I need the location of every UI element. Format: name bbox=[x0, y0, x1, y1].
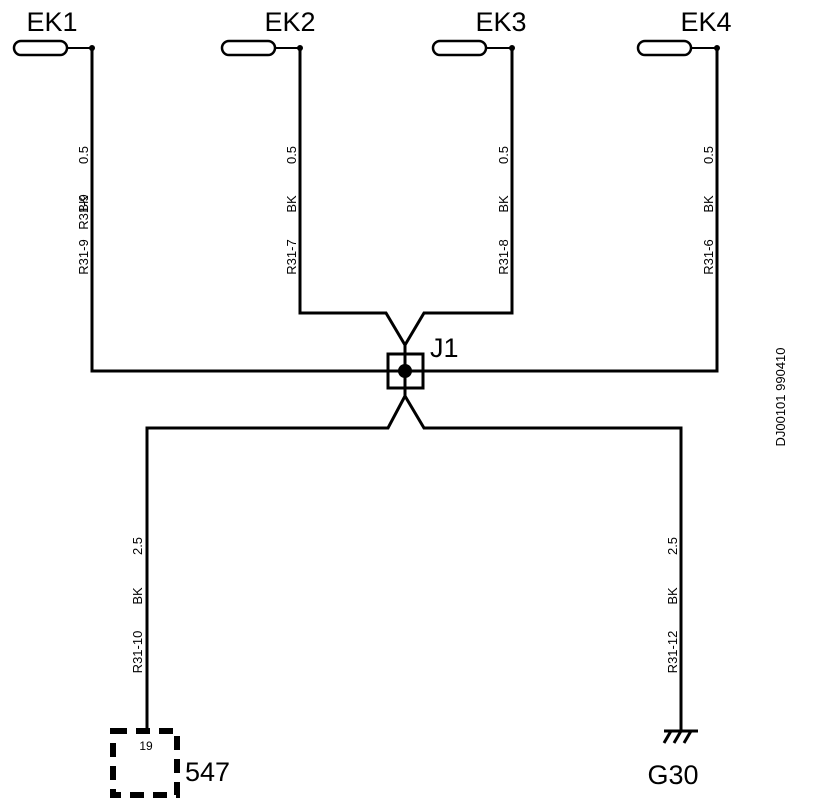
wire-size-r31-12: 2.5 bbox=[665, 537, 680, 555]
wire-id-r31-7: R31-7 bbox=[284, 239, 299, 274]
wire-r31-8 bbox=[403, 48, 514, 346]
wire-size-r31-7: 0.5 bbox=[284, 146, 299, 164]
wire-r31-9 bbox=[90, 48, 405, 373]
wire-color-r31-7: BK bbox=[284, 195, 299, 213]
wire-id-r31-6: R31-6 bbox=[701, 239, 716, 274]
wire-id-r31-10: R31-10 bbox=[130, 631, 145, 674]
ground-symbol bbox=[662, 729, 698, 744]
wire-id-r31-12: R31-12 bbox=[665, 631, 680, 674]
ek2-label: EK2 bbox=[264, 7, 315, 37]
reference-code: DJ00101 990410 bbox=[773, 347, 788, 446]
wire-r31-6 bbox=[405, 48, 719, 373]
wire-r31-12 bbox=[403, 395, 683, 730]
wire-size-r31-8: 0.5 bbox=[496, 146, 511, 164]
wire-id-r31-8: R31-8 bbox=[496, 239, 511, 274]
wire-color-r31-6: BK bbox=[701, 195, 716, 213]
ek1-label: EK1 bbox=[26, 7, 77, 37]
connector-547-symbol bbox=[110, 728, 180, 798]
wire-color-r31-9: BK bbox=[76, 195, 91, 213]
ek4-element-symbol bbox=[636, 39, 720, 57]
wire-size-r31-6: 0.5 bbox=[701, 146, 716, 164]
ground-label: G30 bbox=[647, 760, 698, 790]
wire-id: R31-9 bbox=[76, 194, 91, 229]
ek4-label: EK4 bbox=[680, 7, 731, 37]
wire-r31-10 bbox=[145, 395, 407, 730]
ek3-label: EK3 bbox=[475, 7, 526, 37]
wire-r31-7 bbox=[298, 48, 407, 346]
wire-color-r31-12: BK bbox=[665, 587, 680, 605]
wire-color-r31-10: BK bbox=[130, 587, 145, 605]
wire-color-r31-8: BK bbox=[496, 195, 511, 213]
connector-label: 547 bbox=[185, 757, 230, 787]
junction-label: J1 bbox=[430, 333, 459, 363]
ek1-element-symbol bbox=[12, 39, 95, 57]
ek2-element-symbol bbox=[220, 39, 303, 57]
wire-size-r31-10: 2.5 bbox=[130, 537, 145, 555]
wire-id-r31-9: R31-9 bbox=[76, 239, 91, 274]
ek3-element-symbol bbox=[431, 39, 515, 57]
wire-size-r31-9: 0.5 bbox=[76, 146, 91, 164]
connector-pin-label: 19 bbox=[139, 739, 153, 753]
junction-j1 bbox=[386, 345, 425, 397]
wire-label-r31-9: R31-9 BK bbox=[76, 194, 91, 229]
